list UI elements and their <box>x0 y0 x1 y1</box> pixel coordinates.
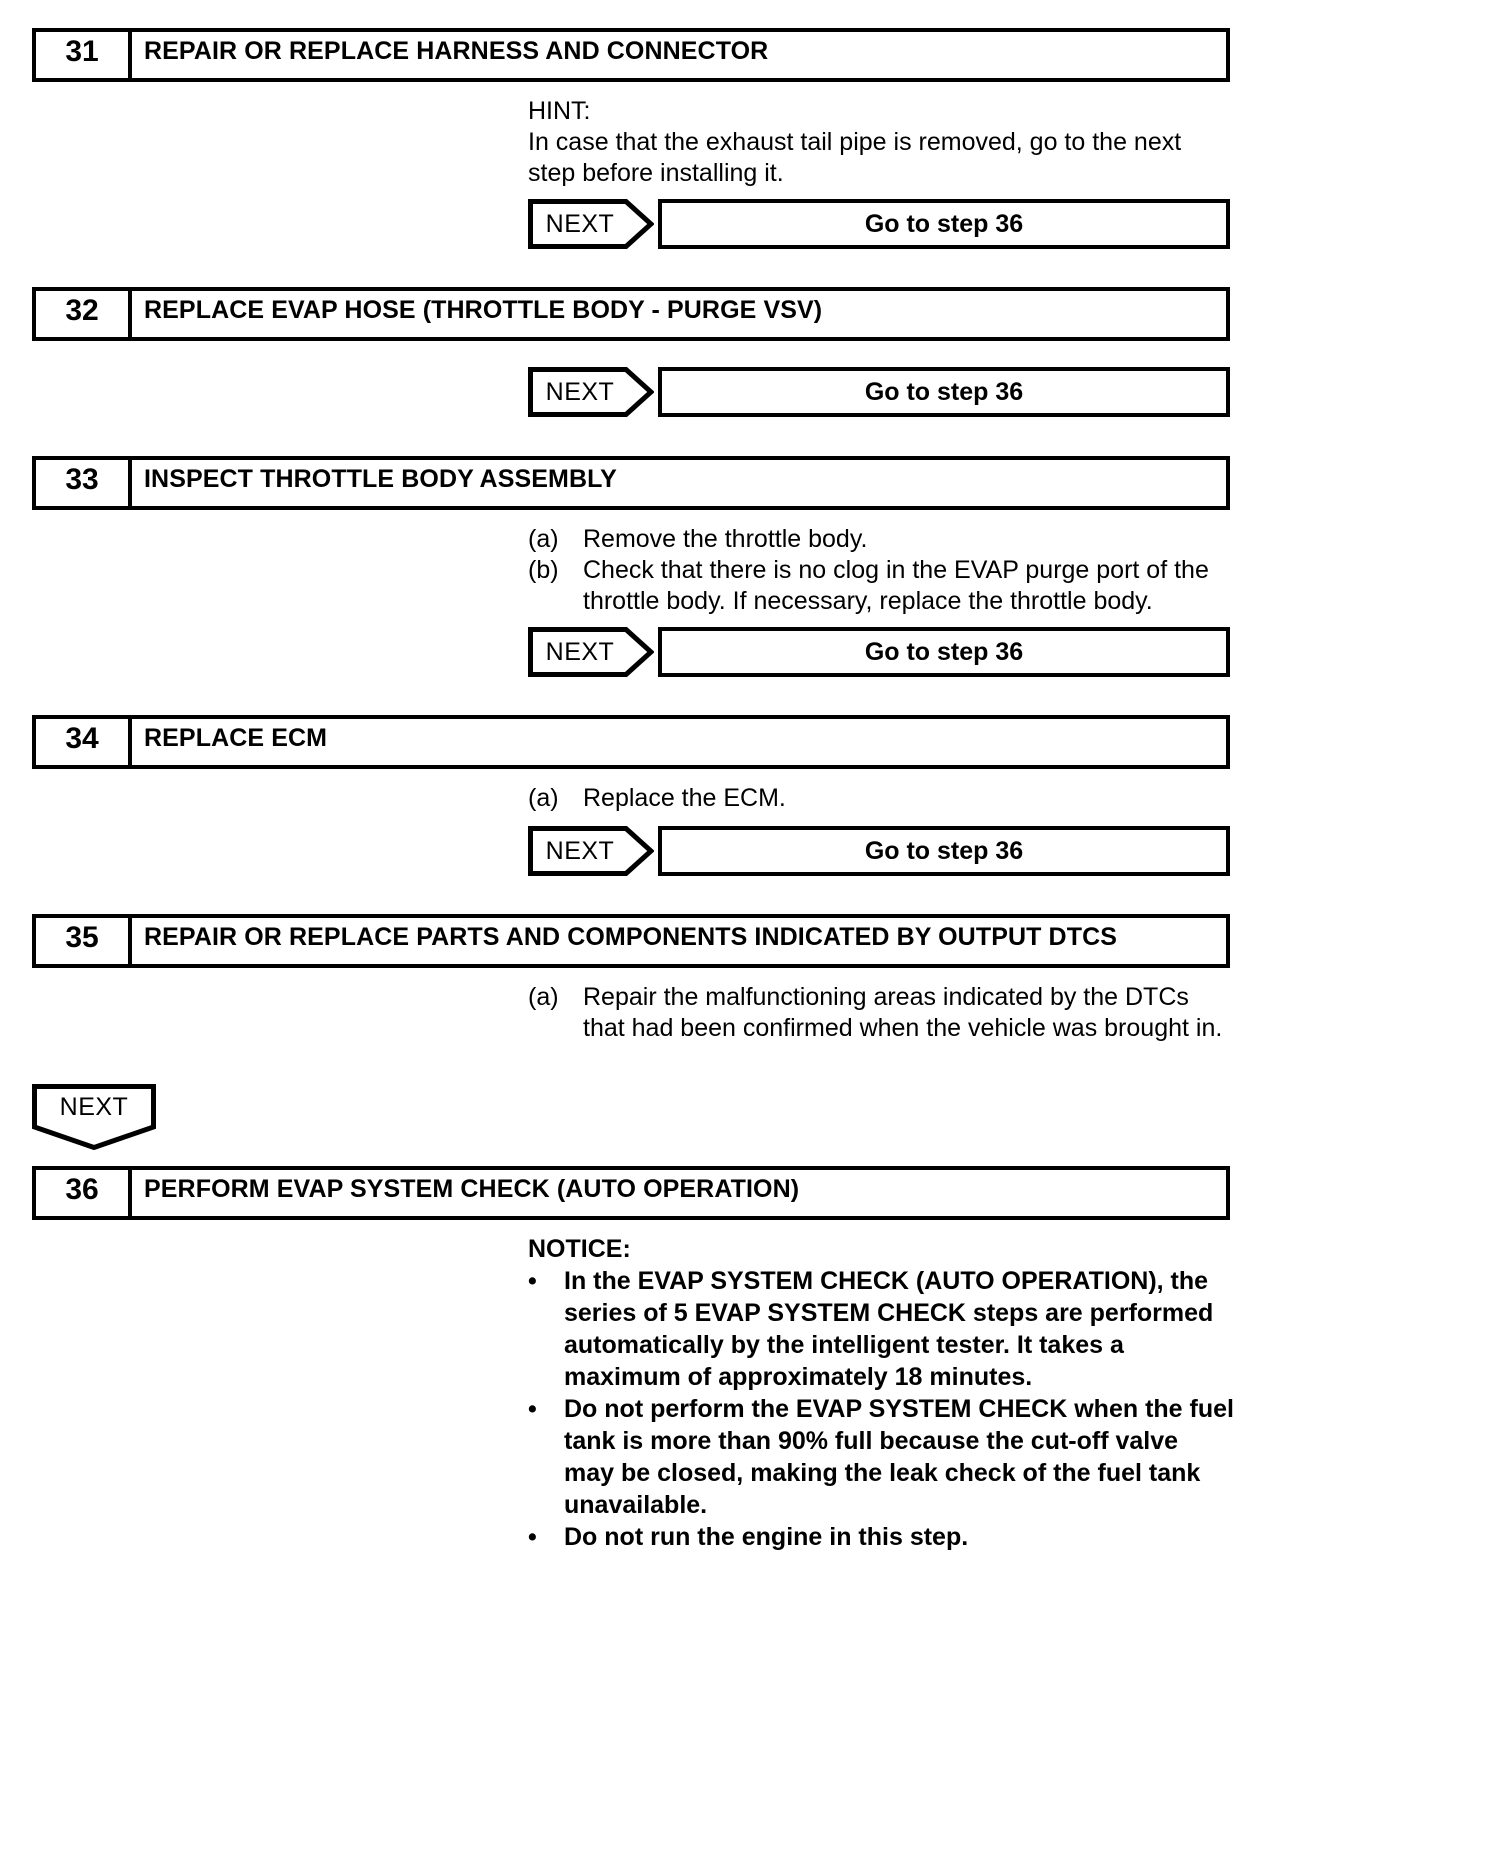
next-arrow-icon[interactable]: NEXT <box>528 199 654 249</box>
step-number: 31 <box>36 32 132 78</box>
step-number: 35 <box>36 918 132 964</box>
hint-line-1: In case that the exhaust tail pipe is re… <box>528 128 1182 156</box>
list-item: (a) Remove the throttle body. <box>528 524 1228 555</box>
step-31-hint: HINT: In case that the exhaust tail pipe… <box>528 96 1228 189</box>
item-label: (b) <box>528 556 559 584</box>
step-title: REPAIR OR REPLACE PARTS AND COMPONENTS I… <box>144 923 1118 951</box>
hint-heading: HINT: <box>528 97 591 125</box>
bullet-glyph: • <box>528 1267 537 1295</box>
step-header-33: 33 INSPECT THROTTLE BODY ASSEMBLY <box>32 456 1230 510</box>
step-title: PERFORM EVAP SYSTEM CHECK (AUTO OPERATIO… <box>144 1175 800 1203</box>
next-arrow-icon[interactable]: NEXT <box>528 826 654 876</box>
next-arrow-label: NEXT <box>545 377 615 406</box>
next-arrow-icon[interactable]: NEXT <box>528 627 654 677</box>
step-number: 33 <box>36 460 132 506</box>
next-arrow-label: NEXT <box>545 836 615 865</box>
step-header-35: 35 REPAIR OR REPLACE PARTS AND COMPONENT… <box>32 914 1230 968</box>
step-header-34: 34 REPLACE ECM <box>32 715 1230 769</box>
notice-bullet: • Do not perform the EVAP SYSTEM CHECK w… <box>528 1393 1234 1521</box>
step-number: 34 <box>36 719 132 765</box>
next-arrow-icon[interactable]: NEXT <box>528 367 654 417</box>
step-33-items: (a) Remove the throttle body. (b) Check … <box>528 524 1228 617</box>
step-title: REPAIR OR REPLACE HARNESS AND CONNECTOR <box>144 37 769 65</box>
goto-step-box[interactable]: Go to step 36 <box>658 199 1230 249</box>
step-header-32: 32 REPLACE EVAP HOSE (THROTTLE BODY - PU… <box>32 287 1230 341</box>
bullet-glyph: • <box>528 1395 537 1423</box>
step-number: 32 <box>36 291 132 337</box>
next-down-arrow-icon[interactable]: NEXT <box>32 1084 156 1150</box>
notice-bullet-text: Do not perform the EVAP SYSTEM CHECK whe… <box>564 1395 1234 1519</box>
bullet-glyph: • <box>528 1523 537 1551</box>
goto-step-box[interactable]: Go to step 36 <box>658 826 1230 876</box>
item-label: (a) <box>528 983 559 1011</box>
item-text: Repair the malfunctioning areas indicate… <box>583 983 1223 1042</box>
notice-bullet-text: In the EVAP SYSTEM CHECK (AUTO OPERATION… <box>564 1267 1214 1391</box>
step-34-items: (a) Replace the ECM. <box>528 783 1228 814</box>
step-title: REPLACE EVAP HOSE (THROTTLE BODY - PURGE… <box>144 296 823 324</box>
item-label: (a) <box>528 784 559 812</box>
list-item: (a) Repair the malfunctioning areas indi… <box>528 982 1228 1044</box>
next-arrow-label: NEXT <box>545 637 615 666</box>
hint-line-2: step before installing it. <box>528 159 784 187</box>
step-36-notice: NOTICE: • In the EVAP SYSTEM CHECK (AUTO… <box>528 1233 1234 1553</box>
goto-step-box[interactable]: Go to step 36 <box>658 627 1230 677</box>
item-label: (a) <box>528 525 559 553</box>
goto-step-box[interactable]: Go to step 36 <box>658 367 1230 417</box>
list-item: (a) Replace the ECM. <box>528 783 1228 814</box>
step-35-items: (a) Repair the malfunctioning areas indi… <box>528 982 1228 1044</box>
notice-bullet: • In the EVAP SYSTEM CHECK (AUTO OPERATI… <box>528 1265 1234 1393</box>
notice-bullet: • Do not run the engine in this step. <box>528 1521 1234 1553</box>
next-arrow-label: NEXT <box>545 209 615 238</box>
step-header-36: 36 PERFORM EVAP SYSTEM CHECK (AUTO OPERA… <box>32 1166 1230 1220</box>
list-item: (b) Check that there is no clog in the E… <box>528 555 1228 617</box>
step-title: INSPECT THROTTLE BODY ASSEMBLY <box>144 465 617 493</box>
step-number: 36 <box>36 1170 132 1216</box>
step-header-31: 31 REPAIR OR REPLACE HARNESS AND CONNECT… <box>32 28 1230 82</box>
item-text: Replace the ECM. <box>583 784 786 812</box>
item-text: Remove the throttle body. <box>583 525 868 553</box>
next-down-label: NEXT <box>59 1092 129 1121</box>
step-title: REPLACE ECM <box>144 724 328 752</box>
item-text: Check that there is no clog in the EVAP … <box>583 556 1209 615</box>
notice-heading: NOTICE: <box>528 1235 631 1263</box>
notice-bullet-text: Do not run the engine in this step. <box>564 1523 969 1551</box>
